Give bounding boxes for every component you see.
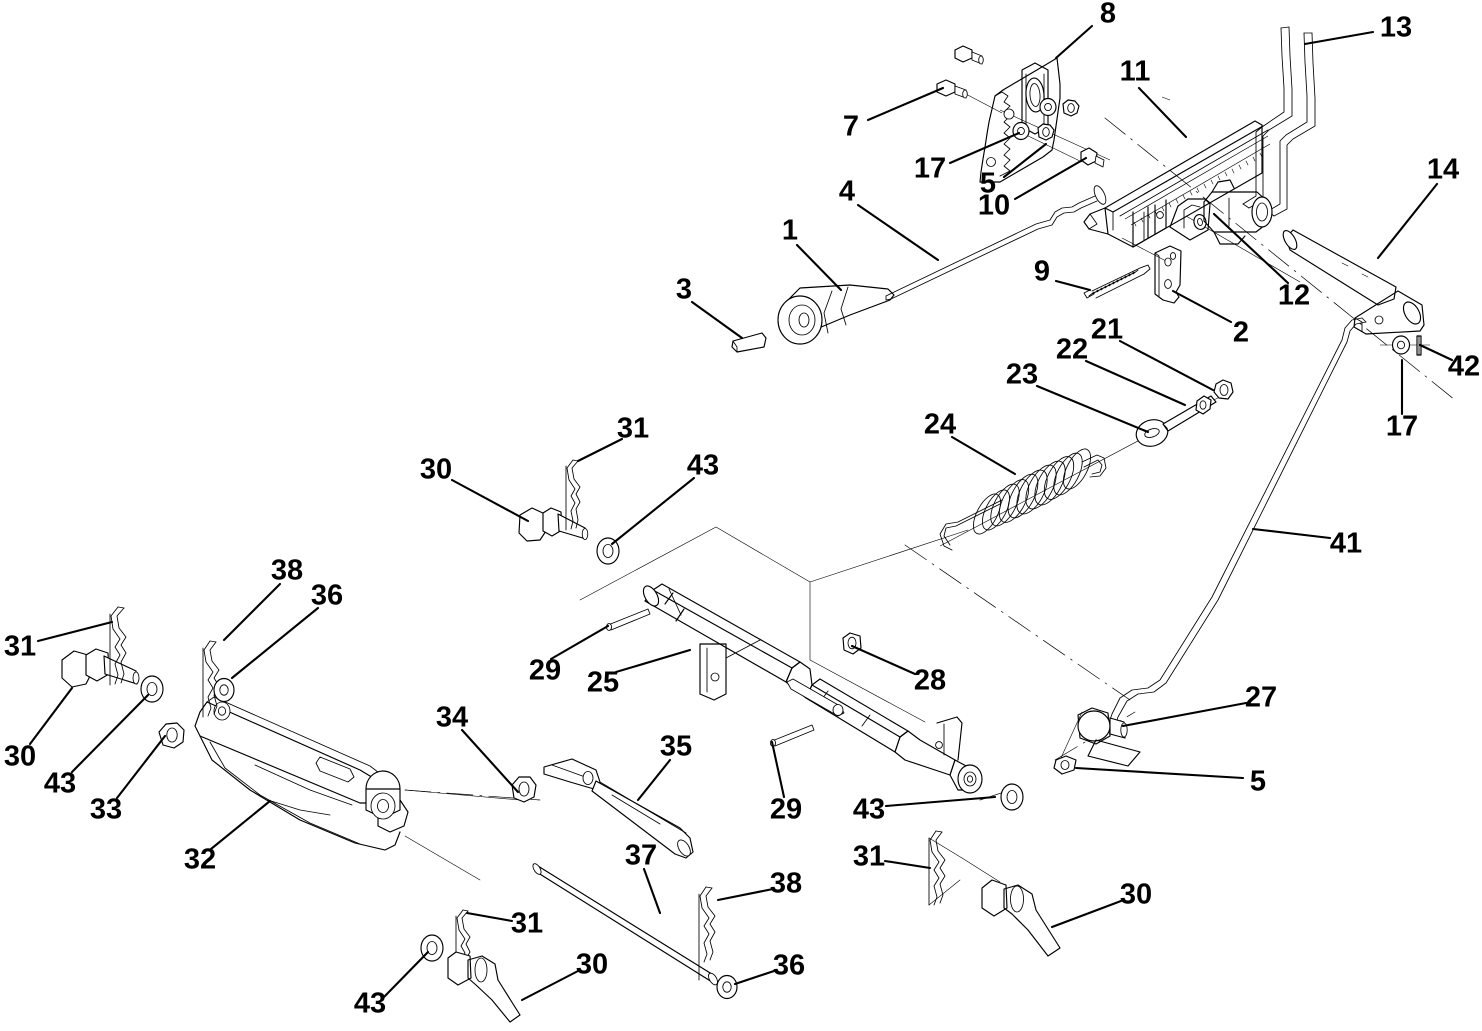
part-31-hairpin-right (928, 830, 961, 906)
callout-number-17: 17 (1385, 410, 1419, 443)
part-30-clevis-pin-bottom (447, 951, 521, 1023)
callout-number-43: 43 (43, 767, 77, 800)
callout-number-41: 41 (1329, 527, 1363, 560)
callout-number-8: 8 (1099, 0, 1117, 30)
part-43-washer-right (1000, 783, 1024, 811)
part-29-roll-pin-upper (605, 608, 651, 631)
callout-number-27: 27 (1244, 681, 1278, 714)
callout-number-30: 30 (3, 740, 37, 773)
callout-number-30: 30 (575, 948, 609, 981)
callout-number-24: 24 (923, 408, 957, 441)
part-29-roll-pin-lower (769, 724, 815, 747)
callout-number-35: 35 (659, 730, 693, 763)
part-43-washer-left (140, 675, 164, 703)
callout-number-5: 5 (979, 167, 997, 200)
callout-number-28: 28 (913, 664, 947, 697)
callout-number-43: 43 (353, 987, 387, 1020)
part-35-adjusting-rod (543, 758, 694, 859)
part-43-washer-top (596, 537, 620, 565)
callout-number-17: 17 (913, 152, 947, 185)
part-25-hydraulic-cylinder (579, 526, 983, 794)
part-30-clevis-pin-right (928, 837, 1061, 957)
part-37-rod (532, 863, 718, 986)
part-11-barrel-block (1203, 179, 1273, 245)
part-11-console-housing (1083, 120, 1271, 248)
callout-number-31: 31 (616, 412, 650, 445)
callout-number-33: 33 (89, 793, 123, 826)
part-4-control-rod (885, 185, 1107, 301)
part-22-washer (1195, 395, 1212, 415)
callout-number-37: 37 (624, 839, 658, 872)
part-12-retaining-ring (1193, 213, 1207, 231)
part-33-lock-nut (158, 722, 185, 749)
callout-number-43: 43 (686, 449, 720, 482)
part-9-extension-spring (1083, 264, 1151, 299)
part-30-clevis-pin-top (518, 507, 589, 542)
part-21-lock-nut (1213, 379, 1234, 400)
part-28-spacer (842, 632, 862, 655)
part-41-long-rod (1107, 317, 1367, 733)
callout-number-13: 13 (1379, 11, 1413, 44)
callout-number-31: 31 (852, 840, 886, 873)
callout-number-1: 1 (781, 214, 799, 247)
callout-number-38: 38 (270, 554, 304, 587)
callout-number-30: 30 (419, 453, 453, 486)
callout-number-2: 2 (1232, 316, 1250, 349)
callout-number-23: 23 (1005, 358, 1039, 391)
callout-number-4: 4 (838, 175, 856, 208)
callout-number-30: 30 (1119, 878, 1153, 911)
callout-number-31: 31 (510, 907, 544, 940)
part-43-washer-bottom (420, 934, 444, 962)
callout-number-38: 38 (769, 867, 803, 900)
callout-number-10: 10 (977, 189, 1011, 222)
part-3-roll-pin (731, 332, 767, 353)
part-30-clevis-pin-left (61, 648, 140, 688)
callout-number-14: 14 (1426, 153, 1460, 186)
part-34-lock-nut (511, 776, 537, 803)
callout-number-32: 32 (183, 843, 217, 876)
callout-number-31: 31 (3, 630, 37, 663)
callout-number-11: 11 (1119, 55, 1151, 88)
callout-number-3: 3 (675, 273, 693, 306)
callout-number-36: 36 (772, 949, 806, 982)
part-7-carriage-bolts (936, 45, 984, 99)
callout-number-21: 21 (1090, 313, 1124, 346)
callout-number-7: 7 (842, 110, 860, 143)
part-1-handle-knob (777, 284, 895, 345)
part-38-hairpin-left (202, 640, 220, 718)
callout-number-5: 5 (1249, 765, 1267, 798)
part-32-lift-arm (194, 696, 521, 881)
part-17-washer-right (1391, 335, 1411, 355)
part-27-pivot-block (1059, 707, 1141, 767)
part-36-washer-left (213, 677, 235, 703)
part-5-lock-nuts (1037, 99, 1080, 141)
part-42-cotter-pin (1416, 335, 1422, 356)
part-38-hairpin-center (698, 886, 716, 981)
part-24-extension-spring (939, 448, 1107, 551)
callout-number-29: 29 (769, 793, 803, 826)
part-10-shoulder-bolt (1080, 147, 1105, 168)
callout-number-9: 9 (1033, 255, 1051, 288)
callout-number-22: 22 (1055, 333, 1089, 366)
callout-number-29: 29 (528, 654, 562, 687)
part-2-link-plate (1154, 245, 1182, 304)
callout-number-36: 36 (310, 579, 344, 612)
part-8-detent-plate (979, 57, 1061, 183)
callout-number-25: 25 (586, 666, 620, 699)
callout-number-42: 42 (1447, 350, 1481, 383)
part-5-lock-nut-bottom (1053, 755, 1077, 775)
callout-number-12: 12 (1277, 279, 1311, 312)
callout-number-34: 34 (435, 701, 469, 734)
part-36-washer-center (716, 974, 738, 1000)
callout-number-43: 43 (852, 793, 886, 826)
